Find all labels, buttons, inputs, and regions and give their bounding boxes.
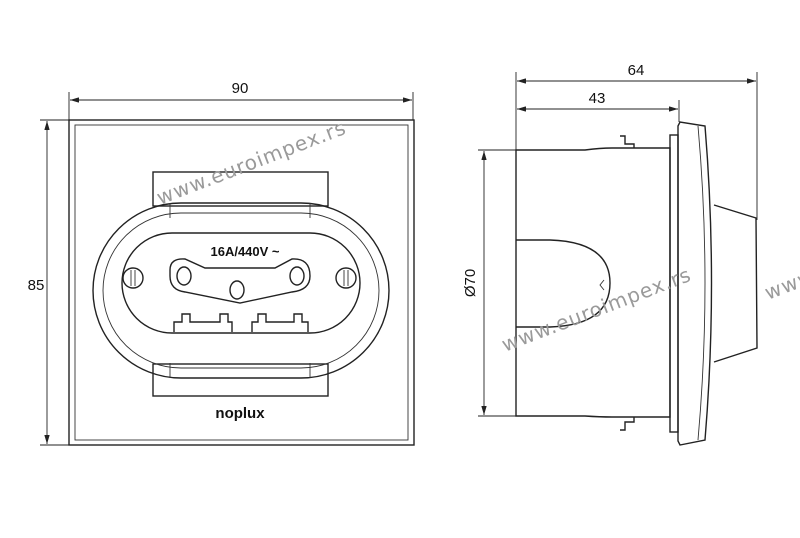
pin-plate bbox=[169, 258, 311, 304]
socket-insert-side bbox=[713, 204, 758, 363]
body-depth-label: 43 bbox=[589, 90, 606, 107]
clip-top bbox=[620, 135, 635, 148]
screw-right-icon bbox=[335, 267, 357, 289]
watermark: www.euroimpex.rs bbox=[498, 262, 694, 356]
terminal-right bbox=[251, 313, 309, 332]
pin-hole-center bbox=[229, 280, 245, 300]
watermark-partial: www. bbox=[761, 262, 800, 305]
dimension-diameter: Ø70 bbox=[462, 149, 516, 417]
height-dimension-label: 85 bbox=[28, 277, 45, 294]
watermark: www.euroimpex.rs bbox=[153, 115, 349, 209]
width-dimension-label: 90 bbox=[232, 80, 249, 97]
clip-bottom bbox=[620, 417, 635, 431]
total-depth-label: 64 bbox=[628, 62, 645, 79]
front-view: 90 85 16A/440V ~ noplux bbox=[28, 80, 415, 446]
socket-oval-outer bbox=[92, 202, 390, 379]
mounting-tab-top bbox=[152, 171, 329, 207]
terminal-left bbox=[173, 313, 233, 332]
cover-plate-side bbox=[677, 121, 713, 446]
brand-logo: noplux bbox=[215, 405, 265, 422]
pin-hole-right bbox=[289, 266, 305, 286]
rating-label: 16A/440V ~ bbox=[210, 244, 279, 259]
screw-left-icon bbox=[122, 267, 144, 289]
diameter-label: Ø70 bbox=[462, 269, 479, 297]
socket-cavity bbox=[121, 232, 361, 334]
dimension-total-depth: 64 bbox=[515, 62, 758, 220]
pin-hole-left bbox=[176, 266, 192, 286]
mounting-tab-bottom bbox=[152, 363, 329, 397]
cable-cutout bbox=[516, 239, 611, 328]
cover-plate-inner bbox=[74, 124, 409, 441]
socket-oval-ring bbox=[102, 212, 380, 369]
dimension-width: 90 bbox=[68, 80, 414, 120]
side-view: 64 43 Ø70 bbox=[462, 62, 758, 446]
cover-plate-outer bbox=[68, 119, 415, 446]
dimension-body-depth: 43 bbox=[517, 90, 680, 122]
dimension-height: 85 bbox=[28, 119, 69, 446]
